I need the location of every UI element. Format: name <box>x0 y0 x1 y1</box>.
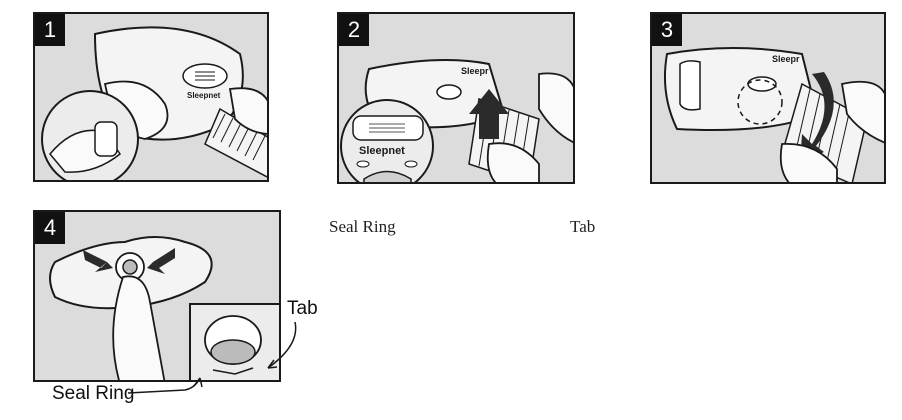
seal-ring-callout-label: Seal Ring <box>52 383 135 404</box>
step-2-illustration: Sleepr Sleepnet <box>340 59 573 182</box>
step-3-panel: 3 Sleepr <box>650 12 886 184</box>
step-3-illustration: Sleepr <box>664 47 884 182</box>
tab-callout-label: Tab <box>287 298 318 319</box>
step-1-panel: 1 Sleepnet <box>33 12 269 182</box>
step-4-panel: 4 <box>33 210 281 382</box>
step-number-badge: 3 <box>652 14 682 46</box>
tab-label: Tab <box>570 217 596 236</box>
loupe-brand-text: Sleepnet <box>359 145 405 157</box>
step-1-illustration: Sleepnet <box>41 26 267 180</box>
brand-text: Sleepr <box>772 54 800 64</box>
step-4-illustration <box>49 236 279 380</box>
step-number-badge: 2 <box>339 14 369 46</box>
step-number-badge: 4 <box>35 212 65 244</box>
seal-ring-label: Seal Ring <box>329 217 396 236</box>
step-number-badge: 1 <box>35 14 65 46</box>
step-2-panel: 2 Sleepr Sleepnet <box>337 12 575 184</box>
brand-text: Sleepnet <box>187 91 221 100</box>
brand-text: Sleepr <box>461 66 489 76</box>
